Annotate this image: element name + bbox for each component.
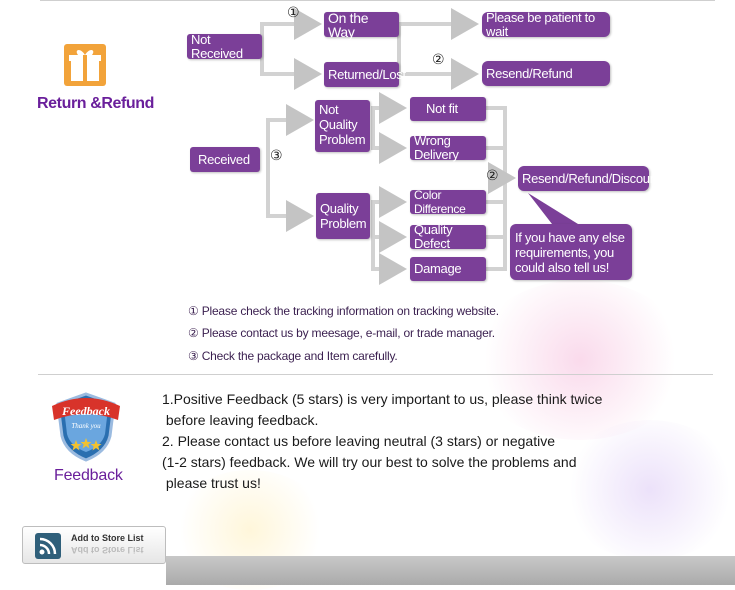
middle-divider: [38, 374, 713, 375]
top-divider: [40, 0, 715, 1]
gift-icon: [64, 44, 106, 86]
node-please-wait: Please be patient to wait: [482, 10, 610, 38]
node-not-received: Not Received: [187, 32, 262, 60]
return-refund-title: Return &Refund: [37, 95, 155, 112]
flow-arrows: [260, 8, 578, 285]
feedback-line-1: 1.Positive Feedback (5 stars) is very im…: [162, 391, 603, 407]
badge-text: Feedback: [61, 404, 110, 418]
node-not-quality-problem: Not Quality Problem: [315, 100, 370, 152]
store-button-reflection: Add to Store List: [71, 545, 144, 555]
node-wrong-delivery: Wrong Delivery: [410, 134, 486, 162]
node-on-the-way: On the Way: [324, 11, 399, 39]
node-not-fit: Not fit: [410, 97, 486, 121]
rss-icon: [35, 533, 61, 559]
feedback-line-4: (1-2 stars) feedback. We will try our be…: [162, 454, 577, 470]
note-tracking: ① Please check the tracking information …: [188, 304, 499, 318]
node-received: Received: [190, 147, 260, 172]
badge-subtext: Thank you: [71, 422, 101, 430]
feedback-badge-icon: Feedback Thank you: [52, 392, 120, 462]
add-to-store-list-button[interactable]: Add to Store List Add to Store List: [22, 526, 166, 564]
bottom-bar: [166, 556, 735, 585]
marker-three: ③: [270, 148, 283, 164]
feedback-line-5: please trust us!: [162, 475, 261, 491]
node-returned-lost: Returned/Lost: [324, 62, 406, 87]
node-quality-problem: Quality Problem: [316, 193, 370, 239]
feedback-line-2: before leaving feedback.: [162, 412, 319, 428]
marker-two-top: ②: [432, 52, 445, 68]
node-resend-refund: Resend/Refund: [482, 61, 610, 86]
feedback-line-3: 2. Please contact us before leaving neut…: [162, 433, 555, 449]
marker-two-bottom: ②: [486, 168, 499, 184]
note-check: ③ Check the package and Item carefully.: [188, 349, 398, 363]
feedback-title: Feedback: [54, 467, 123, 484]
node-color-difference: Color Difference: [410, 188, 486, 216]
bg-glow-pink: [470, 280, 690, 440]
node-damage: Damage: [410, 257, 486, 281]
store-button-label: Add to Store List: [71, 533, 144, 543]
note-contact: ② Please contact us by meesage, e-mail, …: [188, 326, 495, 340]
node-quality-defect: Quality Defect: [410, 223, 486, 251]
node-resend-refund-discount: Resend/Refund/Discount: [518, 166, 660, 191]
bg-glow-purple: [560, 420, 735, 560]
marker-one: ①: [287, 5, 300, 21]
node-requirements-callout: If you have any else requirements, you c…: [510, 224, 632, 280]
callout-tail: [528, 193, 578, 224]
